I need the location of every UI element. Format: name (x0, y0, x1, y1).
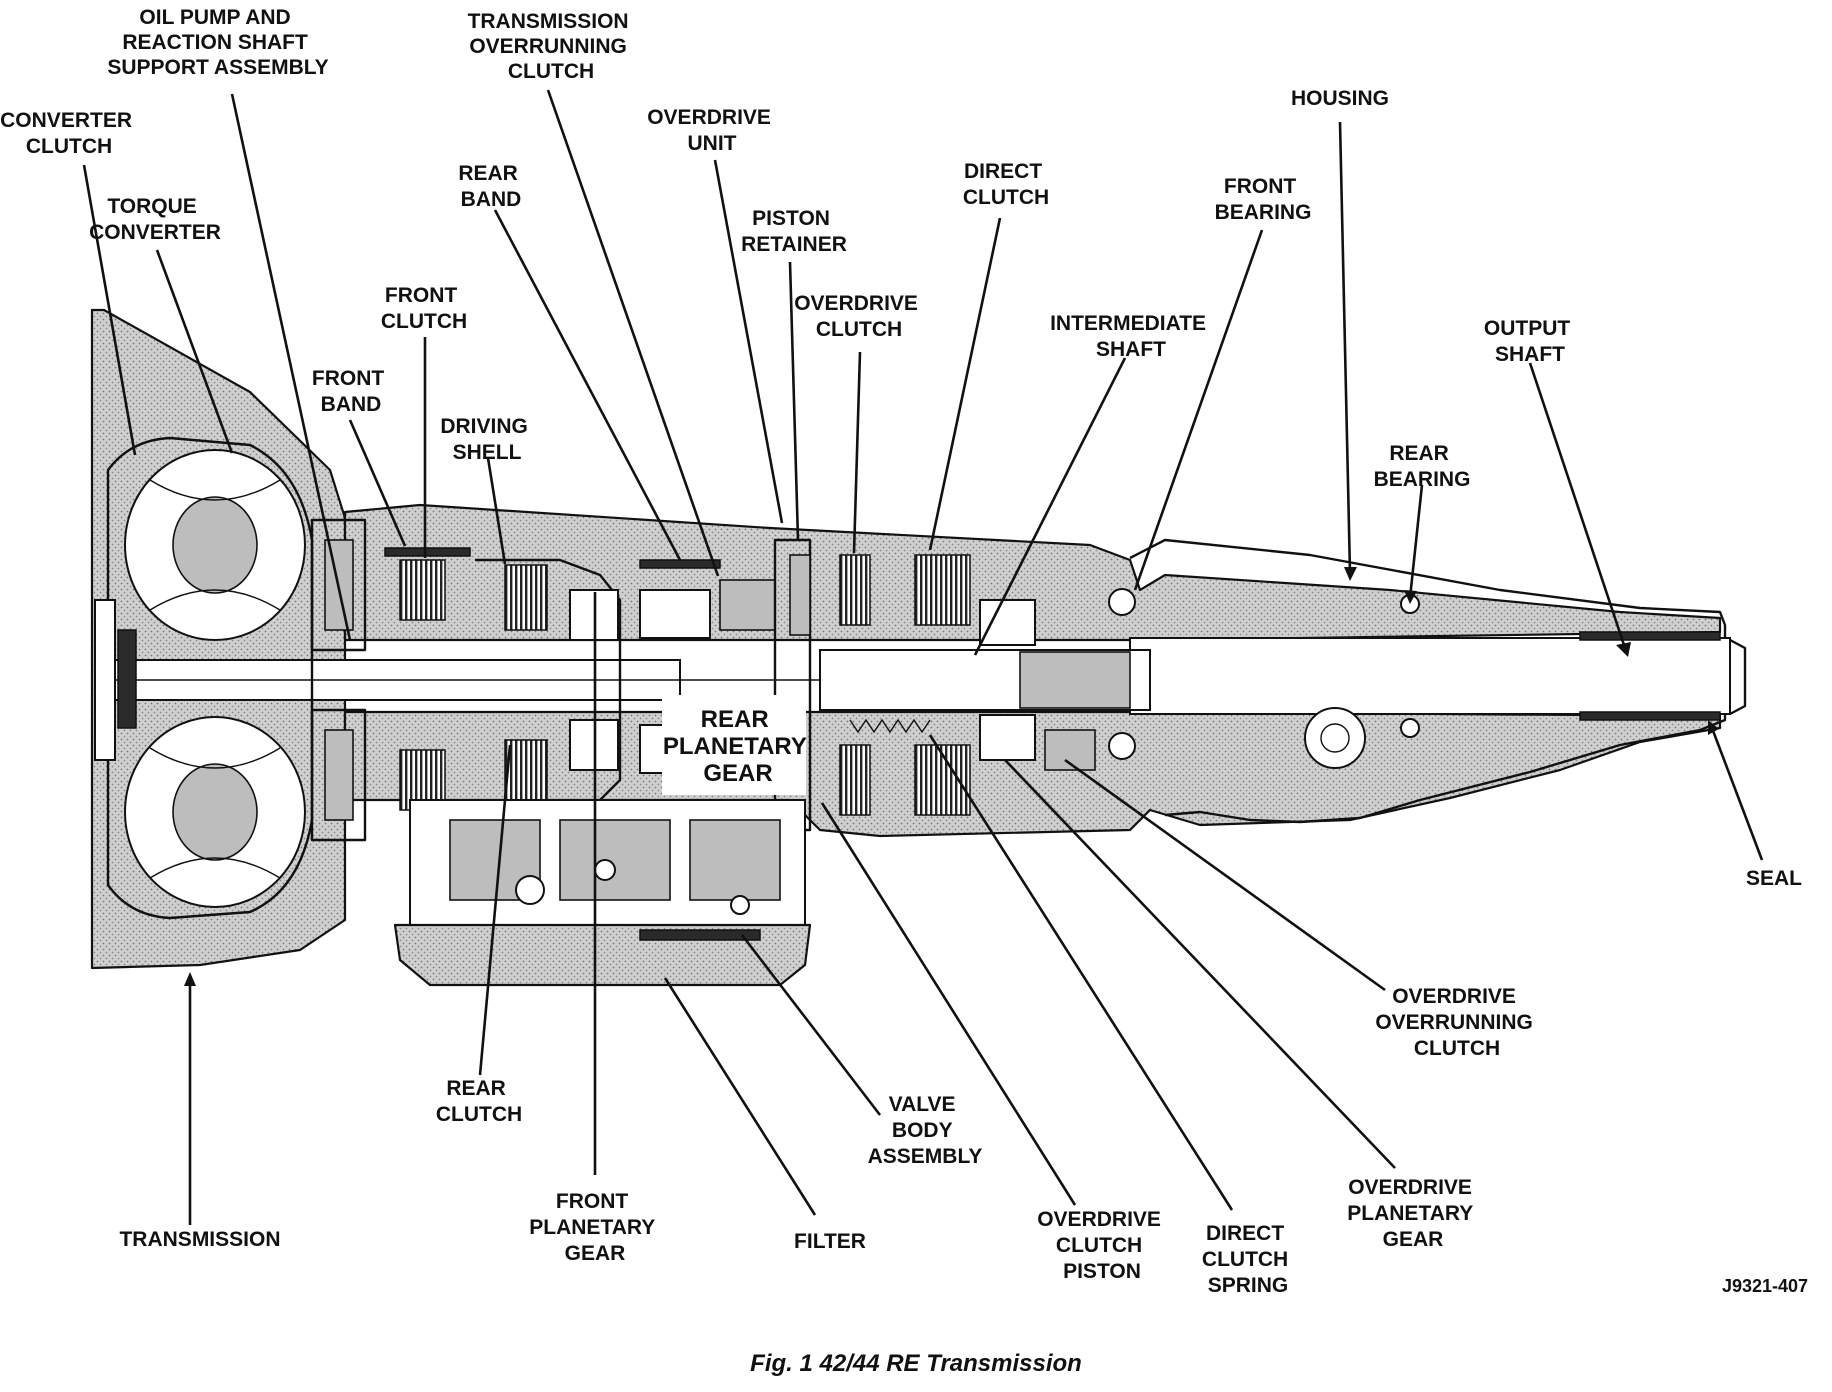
rear-clutch-pack-upper (504, 564, 548, 631)
leader-seal (1710, 727, 1764, 861)
od-overrunning-clutch-drawing (1044, 729, 1096, 771)
label-seal: SEAL (1746, 867, 1802, 890)
extension-housing-outline (1129, 538, 1727, 824)
leader-filter (663, 977, 817, 1216)
arrowhead-transmission (184, 972, 196, 986)
rear-planetary-label-inset (662, 695, 806, 795)
rear-clutch-pack-lower (504, 739, 548, 806)
label-intermediate-shaft: INTERMEDIATE SHAFT (1050, 312, 1212, 361)
label-torque-converter: TORQUE CONVERTER (89, 195, 221, 244)
arrowhead-rear-bearing (1404, 590, 1417, 604)
overdrive-clutch-pack-upper (839, 554, 871, 626)
figure-caption: Fig. 1 42/44 RE Transmission (750, 1350, 1082, 1377)
rear-planetary-upper (639, 589, 711, 639)
trans-overrunning-clutch-drawing (719, 579, 776, 631)
leader-oil-pump (230, 93, 352, 641)
output-shaft-splines (1579, 631, 1721, 641)
leader-rear-bearing (1408, 484, 1424, 599)
label-front-bearing: FRONT BEARING (1215, 175, 1312, 224)
label-front-band: FRONT BAND (312, 367, 390, 416)
leader-trans-overrunning-clutch (546, 89, 720, 577)
overdrive-piston (789, 554, 811, 636)
leader-torque-converter (155, 249, 234, 454)
front-band-drawing (384, 547, 471, 557)
leader-output-shaft (1528, 362, 1627, 649)
leader-direct-clutch-spring (928, 734, 1234, 1211)
leader-valve-body (740, 934, 882, 1116)
label-rear-clutch: REAR CLUTCH (436, 1077, 522, 1126)
rear-bearing-ball-lower (1400, 718, 1420, 738)
leader-driving-shell (486, 457, 507, 565)
leader-piston-retainer (788, 261, 800, 541)
leader-od-overrunning-clutch (1064, 758, 1386, 992)
label-rear-bearing: REAR BEARING (1374, 442, 1471, 491)
leader-front-bearing (1133, 229, 1264, 591)
leader-od-planetary (1004, 759, 1396, 1169)
output-shaft-splines-lower (1579, 711, 1721, 721)
callout-labels: OIL PUMP AND REACTION SHAFT SUPPORT ASSE… (0, 6, 1808, 1377)
label-front-planetary-gear: FRONT PLANETARY GEAR (529, 1190, 660, 1265)
arrowheads (184, 567, 1719, 986)
label-converter-clutch: CONVERTER CLUTCH (0, 109, 138, 158)
torque-converter-drawing (94, 436, 314, 920)
governor-boss-inner (1320, 723, 1350, 753)
leader-overdrive-clutch (852, 351, 862, 554)
leader-rear-band (493, 209, 682, 561)
label-rear-band: REAR BAND (458, 162, 523, 211)
leader-od-clutch-piston (820, 802, 1077, 1206)
label-output-shaft: OUTPUT SHAFT (1484, 317, 1576, 366)
label-direct-clutch: DIRECT CLUTCH (963, 160, 1049, 209)
label-od-clutch-piston: OVERDRIVE CLUTCH PISTON (1037, 1208, 1167, 1283)
arrowhead-seal (1708, 720, 1719, 735)
front-bearing-ball-upper (1108, 588, 1136, 616)
valve-body-and-pan-drawing (393, 799, 812, 987)
leader-converter-clutch (82, 164, 137, 456)
direct-clutch-pack-upper (914, 554, 971, 626)
leader-direct-clutch (928, 217, 1002, 551)
label-od-overrunning-clutch: OVERDRIVE OVERRUNNING CLUTCH (1375, 985, 1538, 1060)
leader-rear-clutch (478, 744, 512, 1076)
leader-intermediate-shaft (973, 357, 1127, 656)
label-overdrive-unit: OVERDRIVE UNIT (647, 106, 777, 155)
oil-pump-drawing (310, 518, 367, 842)
label-piston-retainer: PISTON RETAINER (741, 207, 847, 256)
front-clutch-pack-upper (399, 559, 446, 621)
output-shaft-body (1129, 637, 1731, 715)
leader-front-band (348, 419, 407, 547)
direct-clutch-spring-drawing (849, 718, 931, 734)
overdrive-planetary-lower (979, 714, 1036, 761)
label-front-clutch: FRONT CLUTCH (381, 284, 467, 333)
label-oil-pump: OIL PUMP AND REACTION SHAFT SUPPORT ASSE… (107, 6, 328, 79)
label-overdrive-clutch: OVERDRIVE CLUTCH (794, 292, 924, 341)
rear-band-drawing (639, 559, 721, 569)
label-housing: HOUSING (1291, 87, 1389, 110)
overdrive-clutch-pack-lower (839, 744, 871, 816)
intermediate-shaft-splines (1019, 651, 1131, 709)
label-filter: FILTER (794, 1230, 866, 1253)
transmission-cutaway-illustration (90, 308, 1747, 987)
label-transmission: TRANSMISSION (119, 1228, 280, 1251)
output-shaft-end (1729, 638, 1747, 716)
overdrive-planetary-upper (979, 599, 1036, 646)
figure-number: J9321-407 (1722, 1276, 1808, 1296)
leader-lines (82, 89, 1764, 1225)
label-trans-overrunning-clutch: TRANSMISSION OVERRUNNING CLUTCH (468, 10, 635, 83)
label-rear-planetary-gear: REAR PLANETARY GEAR (663, 706, 813, 787)
front-bearing-ball-lower (1108, 732, 1136, 760)
arrowhead-output-shaft (1616, 642, 1631, 657)
leader-housing (1338, 121, 1352, 574)
governor-boss (1304, 707, 1366, 769)
label-driving-shell: DRIVING SHELL (440, 415, 533, 464)
label-valve-body-assembly: VALVE BODY ASSEMBLY (868, 1093, 983, 1168)
label-direct-clutch-spring: DIRECT CLUTCH SPRING (1202, 1222, 1294, 1297)
arrowhead-housing (1344, 567, 1357, 581)
leader-overdrive-unit (713, 159, 784, 524)
label-od-planetary-gear: OVERDRIVE PLANETARY GEAR (1347, 1176, 1478, 1251)
